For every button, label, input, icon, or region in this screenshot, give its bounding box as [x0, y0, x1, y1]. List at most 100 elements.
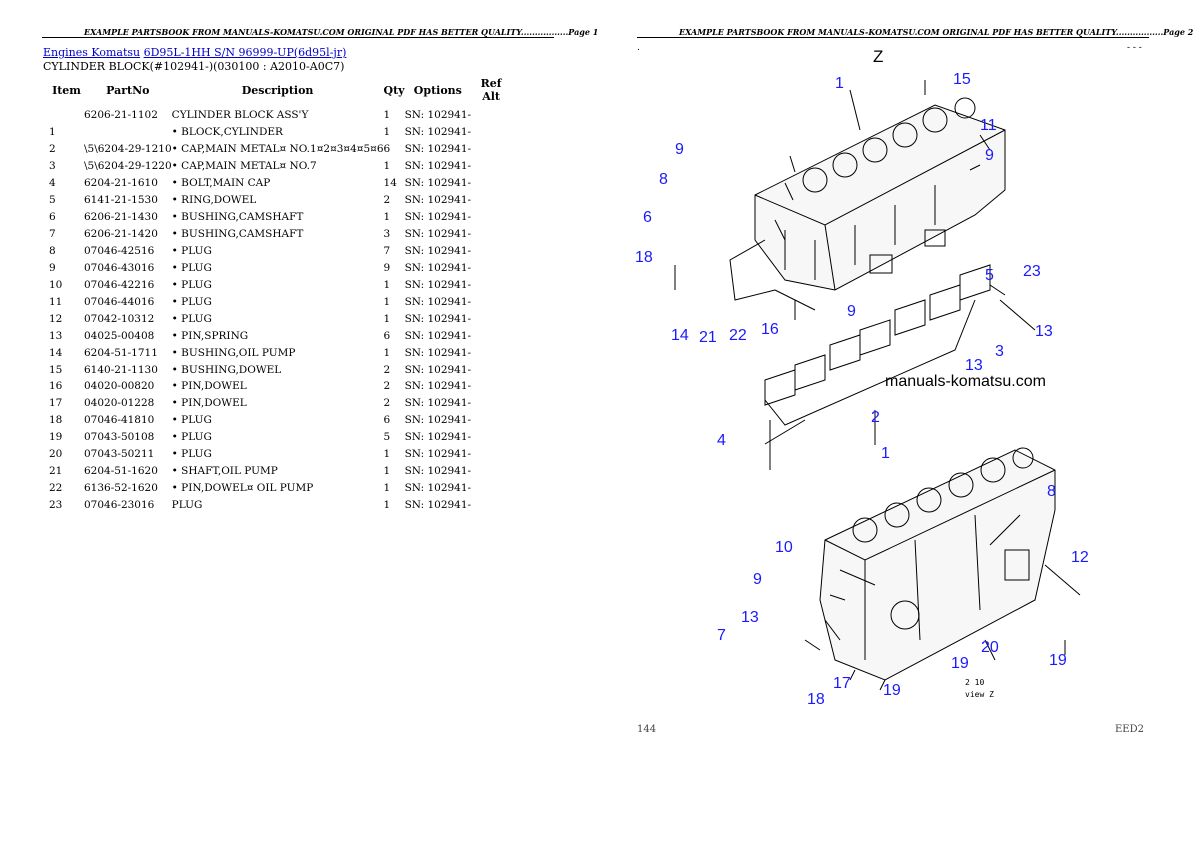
cell-qty: 1 [383, 346, 391, 359]
col-header-partno: PartNo [106, 83, 150, 97]
cell-refalt [471, 497, 511, 514]
cell-partno: 07046-41810 [84, 414, 155, 427]
cell-item: 17 [49, 397, 63, 410]
col-header-item: Item [52, 83, 81, 97]
cell-description: • BUSHING,DOWEL [171, 363, 282, 376]
cell-item: 12 [49, 312, 63, 325]
cell-partno: 07043-50211 [84, 448, 155, 461]
cell-qty: 1 [383, 312, 391, 325]
breadcrumb: Engines Komatsu 6D95L-1HH S/N 96999-UP(6… [43, 46, 346, 59]
cell-refalt [471, 361, 511, 378]
callout-label: 14 [671, 327, 689, 344]
cell-partno: 6204-51-1620 [84, 465, 158, 478]
cell-partno: 04020-01228 [84, 397, 155, 410]
cell-description: • PLUG [171, 278, 212, 291]
cell-qty: 1 [383, 160, 391, 173]
cell-description: • PLUG [171, 244, 212, 257]
callout-label: 19 [883, 682, 901, 699]
footer-page-number: 144 [637, 724, 657, 735]
breadcrumb-link-engines[interactable]: Engines Komatsu [43, 46, 141, 59]
cell-description: • BUSHING,OIL PUMP [171, 346, 296, 359]
cylinder-block-bottom-illustration [819, 447, 1056, 681]
cell-options: SN: 102941- [404, 482, 472, 495]
cell-qty: 3 [383, 228, 391, 241]
cell-partno: 07046-44016 [84, 295, 155, 308]
callout-label: 20 [981, 639, 999, 656]
col-header-qty: Qty [383, 83, 405, 97]
cell-item: 6 [49, 211, 56, 224]
cell-item: 8 [49, 244, 56, 257]
cell-options: SN: 102941- [404, 228, 472, 241]
cell-item: 19 [49, 431, 63, 444]
breadcrumb-link-model[interactable]: 6D95L-1HH S/N 96999-UP(6d95l-jr) [143, 46, 347, 59]
cell-options: SN: 102941- [404, 244, 472, 257]
cell-qty: 2 [383, 363, 391, 376]
cell-qty: 1 [383, 295, 391, 308]
col-header-refalt: Ref Alt [480, 77, 502, 103]
cell-partno: 07046-23016 [84, 499, 155, 512]
cell-options: SN: 102941- [404, 329, 472, 342]
cell-item [43, 107, 84, 124]
cell-partno: 6204-21-1610 [84, 177, 158, 190]
cell-refalt [471, 276, 511, 293]
callout-label: 22 [729, 327, 747, 344]
cell-qty: 7 [383, 244, 391, 257]
cell-partno: 6206-21-1102 [84, 109, 158, 122]
cell-options: SN: 102941- [404, 414, 472, 427]
cell-item: 7 [49, 228, 56, 241]
cell-options: SN: 102941- [404, 261, 472, 274]
cell-refalt [471, 344, 511, 361]
cell-qty: 1 [383, 211, 391, 224]
cell-refalt [471, 395, 511, 412]
cell-partno: 04020-00820 [84, 380, 155, 393]
callout-label: 8 [1047, 483, 1056, 500]
callout-label: 15 [953, 71, 971, 88]
cell-qty: 1 [383, 499, 391, 512]
callout-label: 9 [753, 571, 762, 588]
cell-qty: 1 [383, 278, 391, 291]
cell-description: • PLUG [171, 295, 212, 308]
callout-label: 2 [871, 409, 880, 426]
cell-description: • PLUG [171, 448, 212, 461]
cell-refalt [471, 327, 511, 344]
page-1: EXAMPLE PARTSBOOK FROM MANUALS-KOMATSU.C… [0, 0, 598, 842]
table-row: 2\5\6204-29-1210• CAP,MAIN METAL¤ NO.1¤2… [43, 141, 511, 158]
cell-partno: 04025-00408 [84, 329, 155, 342]
page-header: EXAMPLE PARTSBOOK FROM MANUALS-KOMATSU.C… [679, 27, 1193, 37]
col-header-options: Options [413, 83, 462, 97]
cell-item: 5 [49, 194, 56, 207]
callout-label: 7 [717, 627, 726, 644]
cell-qty: 2 [383, 380, 391, 393]
callout-label: 10 [775, 539, 793, 556]
page-2: EXAMPLE PARTSBOOK FROM MANUALS-KOMATSU.C… [595, 0, 1193, 842]
cell-description: • CAP,MAIN METAL¤ NO.7 [171, 160, 317, 173]
cell-item: 3 [49, 160, 56, 173]
callout-label: 6 [643, 209, 652, 226]
cell-qty: 1 [383, 465, 391, 478]
cell-refalt [471, 446, 511, 463]
main-caps-illustration [764, 264, 991, 470]
cell-options: SN: 102941- [404, 211, 472, 224]
cell-item: 18 [49, 414, 63, 427]
view-caption: view Z [965, 690, 994, 699]
cell-description: • PIN,DOWEL [171, 397, 247, 410]
cell-qty: 2 [383, 397, 391, 410]
cell-description: • PLUG [171, 312, 212, 325]
cell-options: SN: 102941- [404, 363, 472, 376]
header-rule [637, 37, 1149, 38]
callout-label: 8 [659, 171, 668, 188]
cell-options: SN: 102941- [404, 397, 472, 410]
cell-qty: 6 [383, 329, 391, 342]
callout-label: 16 [761, 321, 779, 338]
